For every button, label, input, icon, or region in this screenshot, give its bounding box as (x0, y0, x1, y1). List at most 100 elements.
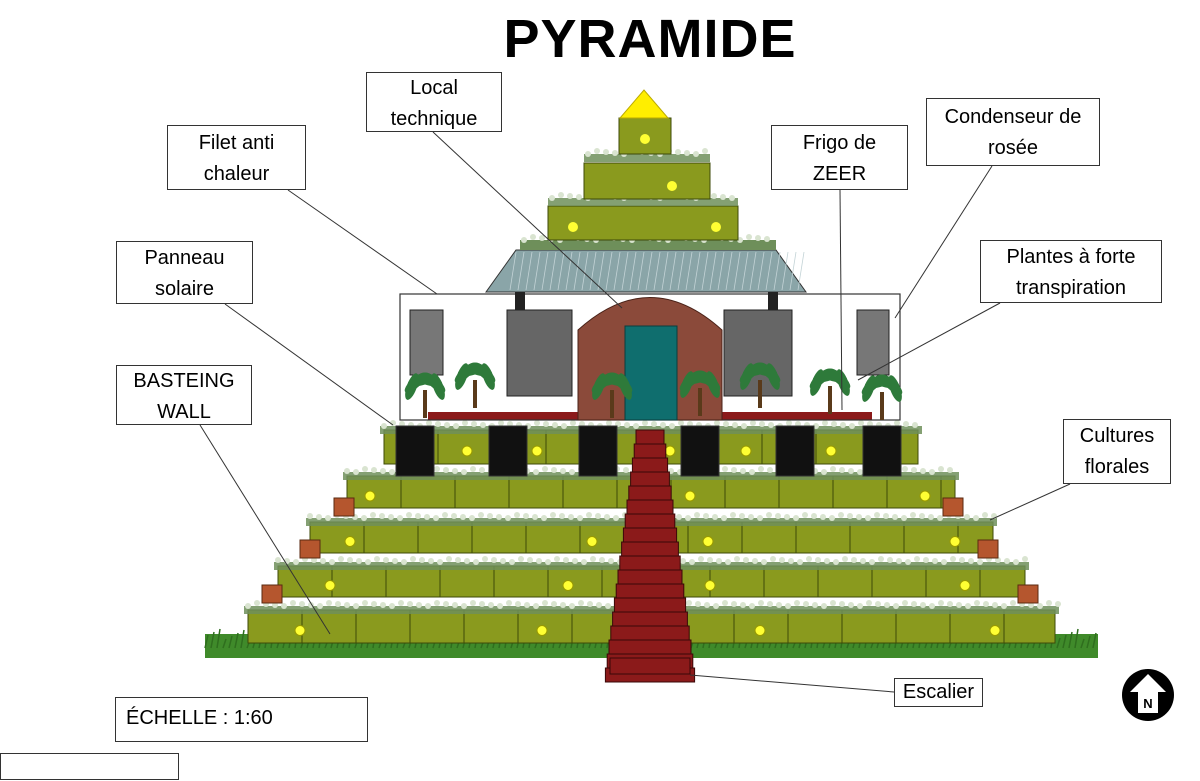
label-plantes-line2: transpiration (1015, 277, 1127, 299)
flower-dot (586, 512, 592, 518)
flower-dot (442, 512, 448, 518)
flower-dot (1013, 559, 1019, 565)
lamp-dot (989, 625, 1001, 636)
flower-dot (941, 559, 947, 565)
flower-dot (686, 600, 692, 606)
roof-hatch (685, 251, 693, 291)
palm-plant (591, 372, 633, 418)
flower-dot (550, 512, 556, 518)
stair-step (619, 555, 681, 571)
flower-dot (822, 420, 828, 426)
flower-dot (812, 602, 818, 608)
flower-dot (407, 601, 413, 607)
flower-dot (920, 602, 926, 608)
flower-dot (824, 558, 830, 564)
flower-dot (716, 558, 722, 564)
grass-blade (228, 635, 233, 649)
flower-dot (768, 422, 774, 428)
flower-dot (410, 556, 416, 562)
label-escalier: Escalier (894, 678, 983, 707)
side-planter (942, 497, 964, 517)
lamp-dot (568, 222, 578, 232)
flower-dot (974, 600, 980, 606)
flower-dot (741, 423, 747, 429)
flower-dot (469, 515, 475, 521)
flower-dot (605, 603, 611, 609)
flower-dot (453, 423, 459, 429)
flower-dot (539, 235, 545, 241)
flower-dot (761, 559, 767, 565)
flower-dot (299, 601, 305, 607)
label-local-technique-line1: Local (410, 77, 458, 99)
flower-dot (595, 513, 601, 519)
label-basteing-line2: WALL (157, 401, 211, 423)
flower-dot (509, 559, 515, 565)
palm-plant (739, 362, 781, 408)
flower-dot (428, 558, 434, 564)
flower-dot (515, 601, 521, 607)
palm-trunk (698, 388, 702, 416)
flower-dot (1046, 600, 1052, 606)
flower-dot (793, 515, 799, 521)
flower-dot (426, 420, 432, 426)
label-local-technique: Local technique (366, 72, 502, 132)
flower-dot (723, 421, 729, 427)
flower-dot (293, 559, 299, 565)
flower-dot (912, 422, 918, 428)
flower-dot (541, 515, 547, 521)
side-planter (1017, 584, 1039, 604)
roof-hatch (661, 251, 669, 291)
flower-dot (542, 466, 548, 472)
flower-dot (576, 194, 582, 200)
flower-dot (1004, 558, 1010, 564)
flower-dot (533, 469, 539, 475)
flower-dot (389, 469, 395, 475)
roof-post (515, 292, 525, 310)
roof-hatch (589, 251, 597, 291)
grass-blade (216, 628, 221, 649)
flower-dot (983, 601, 989, 607)
flower-dot (947, 601, 953, 607)
flower-dot (603, 149, 609, 155)
palm-leaf (836, 369, 850, 396)
flower-dot (613, 515, 619, 521)
flower-dot (977, 559, 983, 565)
flower-dot (545, 559, 551, 565)
flower-dot (425, 603, 431, 609)
flower-dot (569, 469, 575, 475)
flower-dot (536, 558, 542, 564)
flower-dot (470, 600, 476, 606)
roof-hatch (557, 251, 565, 291)
roof-hatch (669, 251, 677, 291)
roof-hatch (581, 251, 589, 291)
lamp-dot (959, 580, 971, 591)
technical-room-door (624, 325, 678, 421)
flower-dot (928, 514, 934, 520)
flower-dot (982, 512, 988, 518)
palm-plant (679, 370, 721, 416)
flower-dot (956, 602, 962, 608)
top-tier-3 (583, 162, 711, 200)
anti-heat-net-roof (485, 249, 807, 293)
stair-step (626, 499, 674, 515)
label-cultures-line2: florales (1084, 456, 1150, 478)
flower-dot (896, 558, 902, 564)
flower-dot (964, 514, 970, 520)
flower-dot (711, 193, 717, 199)
flower-dot (722, 466, 728, 472)
flower-dot (675, 149, 681, 155)
flower-dot (406, 512, 412, 518)
flower-dot (561, 423, 567, 429)
flower-dot (612, 150, 618, 156)
grass-blade (1062, 634, 1067, 649)
flower-dot (461, 603, 467, 609)
lamp-dot (704, 580, 716, 591)
flower-dot (326, 600, 332, 606)
flower-dot (1055, 601, 1061, 607)
flower-dot (722, 600, 728, 606)
flower-dot (533, 603, 539, 609)
flower-dot (552, 422, 558, 428)
lamp-dot (461, 445, 473, 457)
roof-hatch (741, 251, 749, 291)
flower-dot (487, 513, 493, 519)
